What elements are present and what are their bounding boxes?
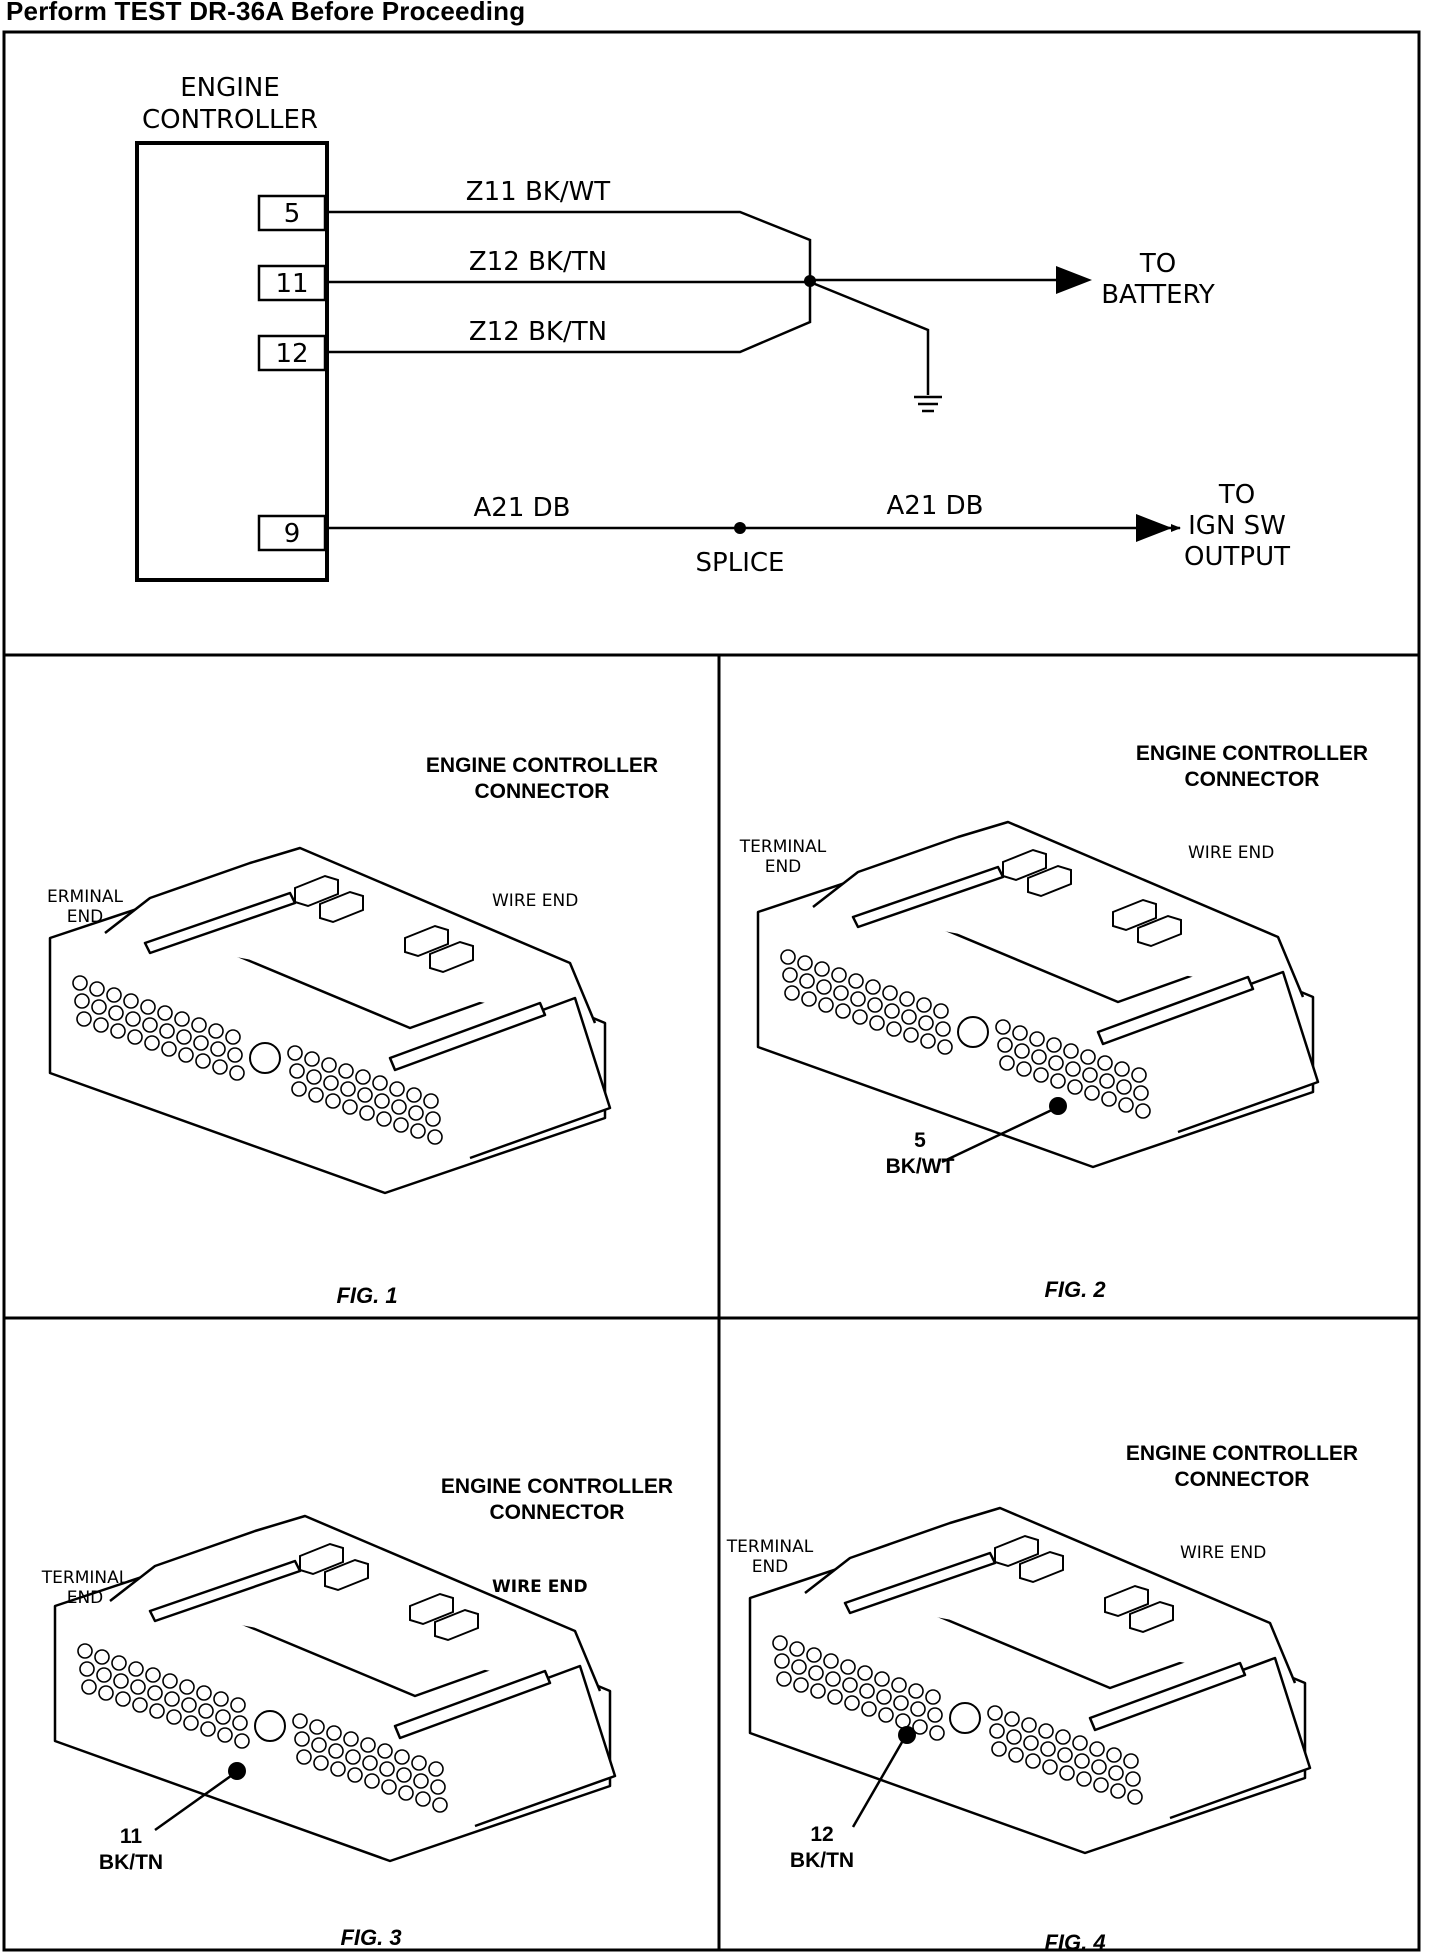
connector-drawing-3 bbox=[53, 1514, 617, 1863]
fig4-title-2: CONNECTOR bbox=[1175, 1468, 1310, 1491]
fig3-terminal-2: END bbox=[67, 1588, 104, 1608]
pin-box-5: 5 bbox=[257, 194, 327, 232]
ign-arrowhead bbox=[1136, 514, 1172, 542]
wire-z11 bbox=[325, 210, 812, 280]
fig1-terminal-1: ERMINAL bbox=[47, 887, 124, 907]
fig2-title-1: ENGINE CONTROLLER bbox=[1136, 742, 1368, 765]
fig4-title-1: ENGINE CONTROLLER bbox=[1126, 1442, 1358, 1465]
fig1-caption: FIG. 1 bbox=[336, 1283, 397, 1308]
figure-3: ENGINE CONTROLLER CONNECTOR TERMINAL END… bbox=[41, 1475, 673, 1950]
fig3-terminal-1: TERMINAL bbox=[41, 1568, 129, 1588]
pin-box-9: 9 bbox=[257, 514, 327, 552]
fig3-title-1: ENGINE CONTROLLER bbox=[441, 1475, 673, 1498]
splice-dot bbox=[734, 522, 746, 534]
to-battery-2: BATTERY bbox=[1101, 280, 1215, 310]
page-title: Perform TEST DR-36A Before Proceeding bbox=[6, 0, 526, 26]
fig3-pin-number: 11 bbox=[120, 1825, 143, 1848]
fig3-caption: FIG. 3 bbox=[340, 1925, 401, 1950]
fig4-caption: FIG. 4 bbox=[1044, 1930, 1105, 1955]
fig4-terminal-1: TERMINAL bbox=[726, 1537, 814, 1557]
fig1-wire-end: WIRE END bbox=[492, 891, 578, 911]
wire-to-ground bbox=[809, 280, 930, 395]
schematic: ENGINE CONTROLLER 5 11 12 9 bbox=[135, 73, 1290, 582]
fig1-title-1: ENGINE CONTROLLER bbox=[426, 754, 658, 777]
wire-label-z12-a: Z12 BK/TN bbox=[469, 247, 607, 277]
pin-label-5: 5 bbox=[284, 199, 301, 229]
controller-label-2: CONTROLLER bbox=[142, 105, 318, 135]
fig2-terminal-2: END bbox=[765, 857, 802, 877]
fig1-terminal-2: END bbox=[67, 907, 104, 927]
junction-dot bbox=[804, 275, 816, 287]
wire-label-z11: Z11 BK/WT bbox=[466, 177, 611, 207]
fig4-pin-marker bbox=[898, 1726, 916, 1744]
fig2-pin-number: 5 bbox=[914, 1129, 926, 1152]
fig4-wire-end: WIRE END bbox=[1180, 1543, 1266, 1563]
pin-box-12: 12 bbox=[257, 334, 327, 372]
wire-label-z12-b: Z12 BK/TN bbox=[469, 317, 607, 347]
wire-label-a21-b: A21 DB bbox=[887, 491, 984, 521]
ground-icon bbox=[914, 395, 942, 413]
fig2-wire-end: WIRE END bbox=[1188, 843, 1274, 863]
fig2-pin-color: BK/WT bbox=[886, 1155, 955, 1178]
page-frame bbox=[2, 30, 1421, 1952]
fig2-title-2: CONNECTOR bbox=[1185, 768, 1320, 791]
to-battery-1: TO bbox=[1139, 249, 1176, 279]
pin-label-9: 9 bbox=[284, 519, 301, 549]
engine-controller-box bbox=[135, 141, 329, 582]
wire-label-a21-a: A21 DB bbox=[474, 493, 571, 523]
fig4-pin-number: 12 bbox=[810, 1823, 833, 1846]
fig2-pin-marker bbox=[1049, 1097, 1067, 1115]
battery-arrowhead bbox=[1056, 266, 1092, 294]
pin-box-11: 11 bbox=[257, 264, 327, 302]
controller-label-1: ENGINE bbox=[180, 73, 280, 103]
figure-4: ENGINE CONTROLLER CONNECTOR TERMINAL END… bbox=[726, 1442, 1358, 1955]
fig4-pin-color: BK/TN bbox=[790, 1849, 854, 1872]
figure-1: ENGINE CONTROLLER CONNECTOR ERMINAL END … bbox=[47, 754, 658, 1308]
fig1-title-2: CONNECTOR bbox=[475, 780, 610, 803]
pin-label-12: 12 bbox=[275, 339, 308, 369]
fig3-title-2: CONNECTOR bbox=[490, 1501, 625, 1524]
fig2-terminal-1: TERMINAL bbox=[739, 837, 827, 857]
fig4-terminal-2: END bbox=[752, 1557, 789, 1577]
fig2-caption: FIG. 2 bbox=[1044, 1277, 1106, 1302]
pin-label-11: 11 bbox=[275, 269, 308, 299]
wire-z12-b bbox=[325, 282, 812, 354]
to-ign-1: TO bbox=[1218, 480, 1255, 510]
to-ign-2: IGN SW bbox=[1188, 511, 1286, 541]
fig3-wire-end: WIRE END bbox=[492, 1577, 588, 1597]
fig3-pin-color: BK/TN bbox=[99, 1851, 163, 1874]
figure-2: ENGINE CONTROLLER CONNECTOR TERMINAL END… bbox=[739, 742, 1368, 1302]
splice-label: SPLICE bbox=[696, 548, 785, 578]
to-ign-3: OUTPUT bbox=[1184, 542, 1290, 572]
